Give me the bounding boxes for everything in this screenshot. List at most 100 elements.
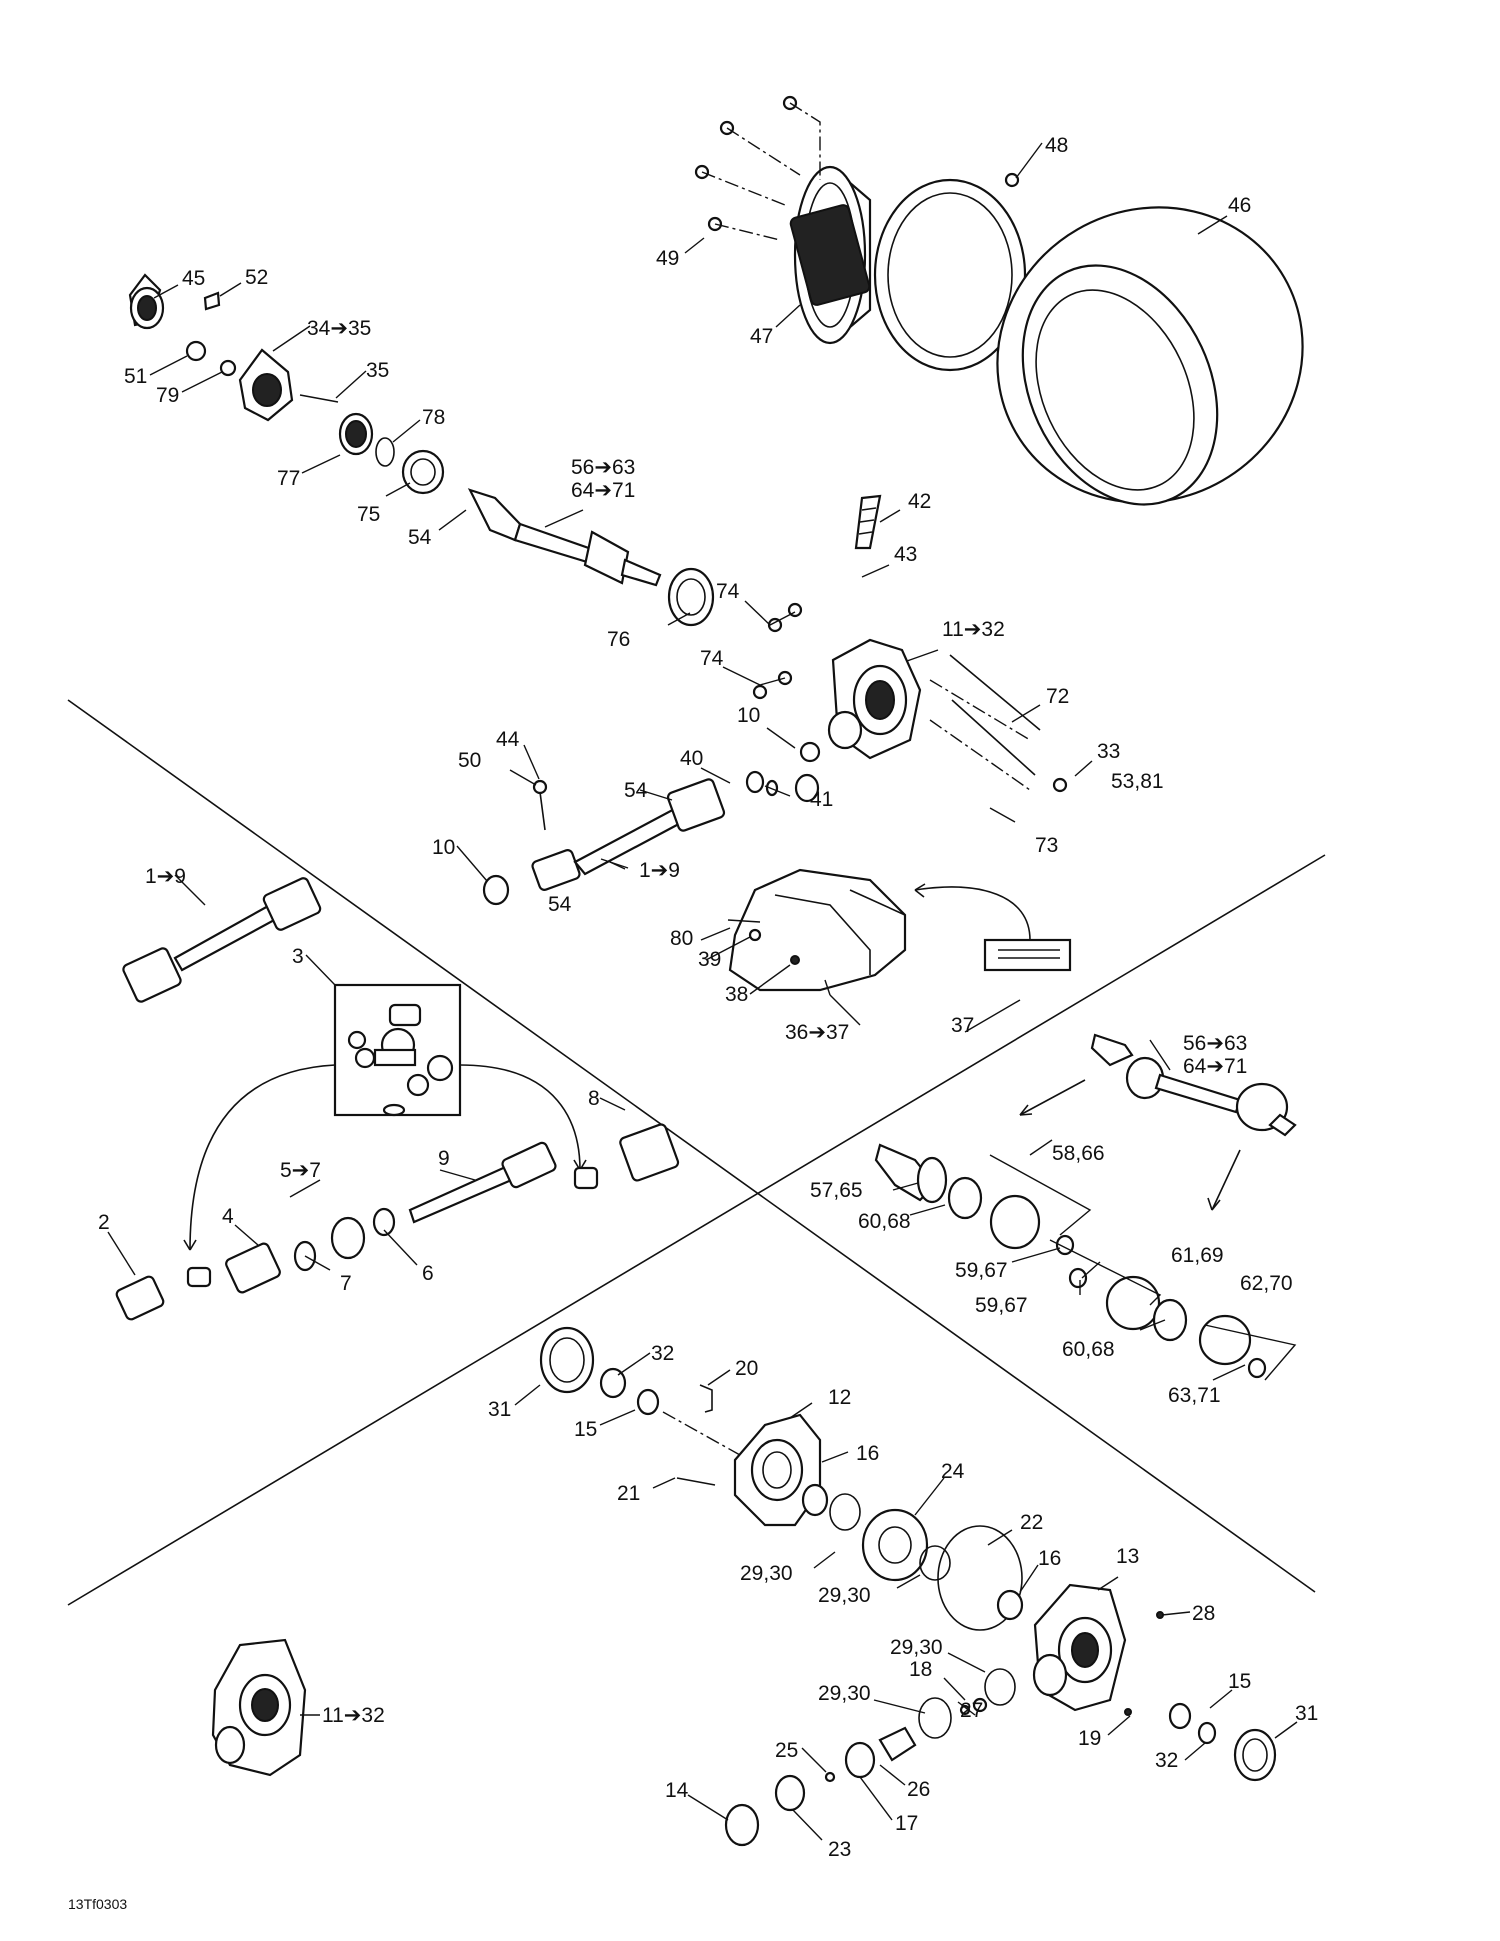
callout-1-9b: 1➔9 — [145, 865, 186, 888]
lower-drive-shaft — [115, 1123, 680, 1321]
hub-cap — [128, 273, 165, 330]
cv-joint-parts — [874, 1143, 1267, 1379]
callout-40: 40 — [680, 747, 703, 770]
callout-25: 25 — [775, 1739, 798, 1762]
gear-case-lower — [1032, 1583, 1164, 1716]
callout-37: 37 — [951, 1014, 974, 1037]
callout-39: 39 — [698, 948, 721, 971]
callout-19: 19 — [1078, 1727, 1101, 1750]
callout-57-65: 57,65 — [810, 1179, 863, 1202]
callout-62-70: 62,70 — [1240, 1272, 1293, 1295]
callout-48: 48 — [1045, 134, 1068, 157]
callout-26: 26 — [907, 1778, 930, 1801]
callout-7: 7 — [340, 1272, 352, 1295]
drive-shaft-mid — [482, 770, 765, 906]
callout-35: 35 — [366, 359, 389, 382]
callout-60-68b: 60,68 — [1062, 1338, 1115, 1361]
callout-32b: 32 — [1155, 1749, 1178, 1772]
callout-20: 20 — [735, 1357, 758, 1380]
callout-58-66: 58,66 — [1052, 1142, 1105, 1165]
callout-21: 21 — [617, 1482, 640, 1505]
callout-23: 23 — [828, 1838, 851, 1861]
guard-fasteners — [727, 919, 800, 965]
callout-34-35: 34➔35 — [307, 317, 371, 340]
callout-59-67a: 59,67 — [955, 1259, 1008, 1282]
callout-18: 18 — [909, 1658, 932, 1681]
callout-54b: 54 — [624, 779, 648, 802]
callout-74b: 74 — [700, 647, 724, 670]
figure-code: 13Tf0303 — [68, 1896, 127, 1912]
section-dividers — [67, 699, 1326, 1606]
ring-gear-parts — [801, 1483, 1024, 1631]
callout-16a: 16 — [856, 1442, 879, 1465]
callout-44: 44 — [496, 728, 520, 751]
hub-nut-parts — [185, 291, 237, 377]
callout-9: 9 — [438, 1147, 450, 1170]
callout-75: 75 — [357, 503, 380, 526]
callout-64-71a: 64➔71 — [571, 479, 635, 502]
callout-80: 80 — [670, 927, 693, 950]
u-joint-box — [183, 983, 587, 1251]
drive-shaft-left — [122, 877, 322, 1003]
callout-74a: 74 — [716, 580, 740, 603]
callout-38: 38 — [725, 983, 748, 1006]
wheel-rim — [789, 165, 1027, 372]
callout-42: 42 — [908, 490, 931, 513]
callout-52: 52 — [245, 266, 268, 289]
callout-47: 47 — [750, 325, 773, 348]
gear-case-standalone — [211, 1638, 307, 1777]
warning-label — [914, 883, 1072, 972]
callout-76: 76 — [607, 628, 630, 651]
callout-12: 12 — [828, 1386, 851, 1409]
wheel-hub — [238, 348, 339, 422]
callout-46: 46 — [1228, 194, 1251, 217]
callout-15a: 15 — [574, 1418, 597, 1441]
callout-4: 4 — [222, 1205, 234, 1228]
callout-6: 6 — [422, 1262, 434, 1285]
tire — [996, 206, 1304, 506]
callout-29-30b: 29,30 — [818, 1584, 871, 1607]
callout-3: 3 — [292, 945, 304, 968]
callout-32a: 32 — [651, 1342, 674, 1365]
callout-5-7: 5➔7 — [280, 1159, 321, 1182]
wheel-nuts — [694, 95, 1020, 241]
callout-41: 41 — [810, 788, 833, 811]
callout-53-81: 53,81 — [1111, 770, 1164, 793]
callout-2: 2 — [98, 1211, 110, 1234]
guard-plate — [728, 868, 907, 992]
callout-77: 77 — [277, 467, 300, 490]
callout-79: 79 — [156, 384, 179, 407]
gear-case-upper — [827, 638, 1041, 791]
pinion-parts — [724, 1668, 1277, 1847]
callout-17: 17 — [895, 1812, 918, 1835]
callout-50: 50 — [458, 749, 481, 772]
leader-lines — [107, 142, 1298, 1841]
callout-73: 73 — [1035, 834, 1058, 857]
cv-axle-right — [1019, 1033, 1297, 1211]
callout-10b: 10 — [432, 836, 455, 859]
callout-64-71b: 64➔71 — [1183, 1055, 1247, 1078]
callout-27: 27 — [960, 1699, 983, 1722]
callout-54a: 54 — [408, 526, 432, 549]
callout-36-37: 36➔37 — [785, 1021, 849, 1044]
callout-33: 33 — [1097, 740, 1120, 763]
callout-labels: 45 52 51 79 34➔35 35 78 77 75 54 48 46 4… — [68, 134, 1318, 1912]
gear-case-spring — [854, 494, 882, 550]
callout-11-32a: 11➔32 — [942, 618, 1005, 641]
callout-60-68a: 60,68 — [858, 1210, 911, 1233]
callout-63-71: 63,71 — [1168, 1384, 1221, 1407]
differential-cover — [676, 1384, 822, 1527]
callout-13: 13 — [1116, 1545, 1139, 1568]
callout-28: 28 — [1192, 1602, 1215, 1625]
callout-61-69: 61,69 — [1171, 1244, 1224, 1267]
gear-case-fasteners — [752, 602, 1068, 803]
upper-drive-shaft — [467, 488, 715, 627]
callout-43: 43 — [894, 543, 917, 566]
callout-29-30d: 29,30 — [818, 1682, 871, 1705]
callout-22: 22 — [1020, 1511, 1043, 1534]
callout-59-67b: 59,67 — [975, 1294, 1028, 1317]
callout-72: 72 — [1046, 685, 1069, 708]
callout-8: 8 — [588, 1087, 600, 1110]
callout-51: 51 — [124, 365, 147, 388]
